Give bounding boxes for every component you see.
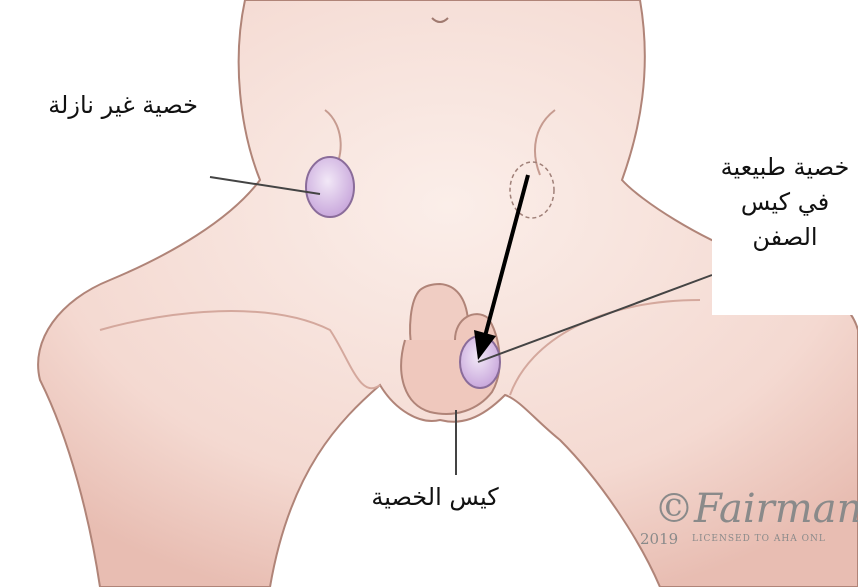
label-normal-line-3: الصفن (712, 220, 858, 255)
label-scrotum: كيس الخصية (330, 480, 540, 515)
label-scrotum-text: كيس الخصية (371, 483, 498, 511)
label-undescended-text: خصية غير نازلة (48, 91, 198, 119)
artist-signature: ©Fairman 2019 LICENSED TO AHA ONL (640, 486, 858, 566)
license-text: LICENSED TO AHA ONL (692, 534, 826, 544)
undescended-testis (306, 157, 354, 217)
label-normal-line-1: خصية طبيعية (712, 150, 858, 185)
signature-text: ©Fairman (654, 486, 858, 532)
label-undescended-testis: خصية غير نازلة (0, 88, 206, 196)
label-normal-line-2: في كيس (712, 185, 858, 220)
label-normal-testis: خصية طبيعية في كيس الصفن (712, 150, 858, 315)
signature-year: 2019 (640, 530, 678, 548)
